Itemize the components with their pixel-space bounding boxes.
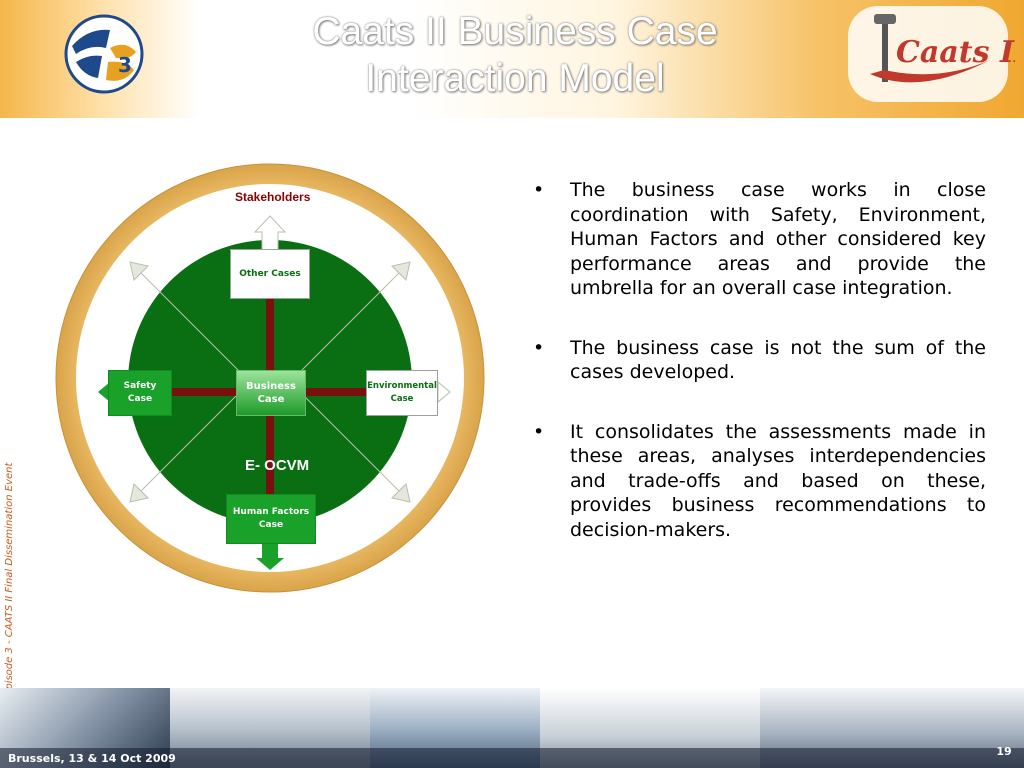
arrow-se (278, 378, 411, 503)
safety-case-box: Safety Case (108, 370, 172, 416)
side-note-text: Episode 3 - CAATS II Final Dissemination… (4, 462, 15, 696)
svg-text:Caats II: Caats II (896, 35, 1015, 70)
diagonal-arrows (129, 261, 411, 503)
bullet-item: • The business case is not the sum of th… (530, 336, 986, 385)
bullet-list: • The business case works in close coord… (530, 178, 986, 577)
bullet-dot-icon: • (533, 336, 545, 359)
stakeholders-label: Stakeholders (235, 190, 311, 204)
bullet-dot-icon: • (533, 420, 545, 443)
svg-text:3: 3 (118, 53, 132, 77)
vertical-side-note: Episode 3 - CAATS II Final Dissemination… (0, 406, 20, 696)
arrow-sw (129, 378, 262, 503)
interaction-diagram: Stakeholders Other Cases Business Case S… (40, 150, 530, 620)
bullet-item: • The business case works in close coord… (530, 178, 986, 301)
human-factors-line2: Case (258, 520, 284, 530)
environmental-case-line1: Environmental (367, 381, 437, 391)
other-cases-label: Other Cases (239, 268, 301, 279)
slide-title: Caats II Business Case Interaction Model (190, 8, 840, 102)
human-factors-case-box: Human Factors Case (226, 494, 316, 544)
caats-ii-logo-icon: Caats II (840, 0, 1024, 108)
bullet-text: The business case works in close coordin… (570, 179, 986, 299)
bullet-text: The business case is not the sum of the … (570, 336, 986, 384)
arrow-nw (129, 261, 262, 386)
arrow-up (253, 215, 287, 251)
footer-location-date: Brussels, 13 & 14 Oct 2009 (8, 752, 176, 765)
title-line-1: Caats II Business Case (312, 10, 718, 53)
bullet-text: It consolidates the assessments made in … (570, 420, 986, 541)
business-case-line1: Business (246, 381, 296, 392)
bullet-item: • It consolidates the assessments made i… (530, 420, 986, 543)
arrow-left (98, 382, 110, 402)
arrow-right (437, 380, 451, 404)
arrow-ne (278, 261, 411, 386)
arrow-down (256, 542, 284, 570)
environmental-case-line2: Case (390, 394, 414, 404)
episode3-logo-icon: 3 (58, 8, 150, 100)
human-factors-line1: Human Factors (232, 507, 310, 517)
other-cases-box: Other Cases (230, 249, 310, 299)
page-number: 19 (996, 745, 1012, 758)
business-case-line2: Case (257, 394, 285, 405)
footer-bar (0, 748, 1024, 768)
safety-case-line2: Case (127, 394, 153, 404)
connectors (172, 296, 368, 496)
environmental-case-box: Environmental Case (366, 370, 438, 416)
ocvm-label: E- OCVM (245, 457, 310, 474)
bullet-dot-icon: • (533, 179, 545, 201)
title-line-2: Interaction Model (365, 57, 665, 100)
business-case-box: Business Case (236, 370, 306, 416)
safety-case-line1: Safety (123, 381, 157, 391)
